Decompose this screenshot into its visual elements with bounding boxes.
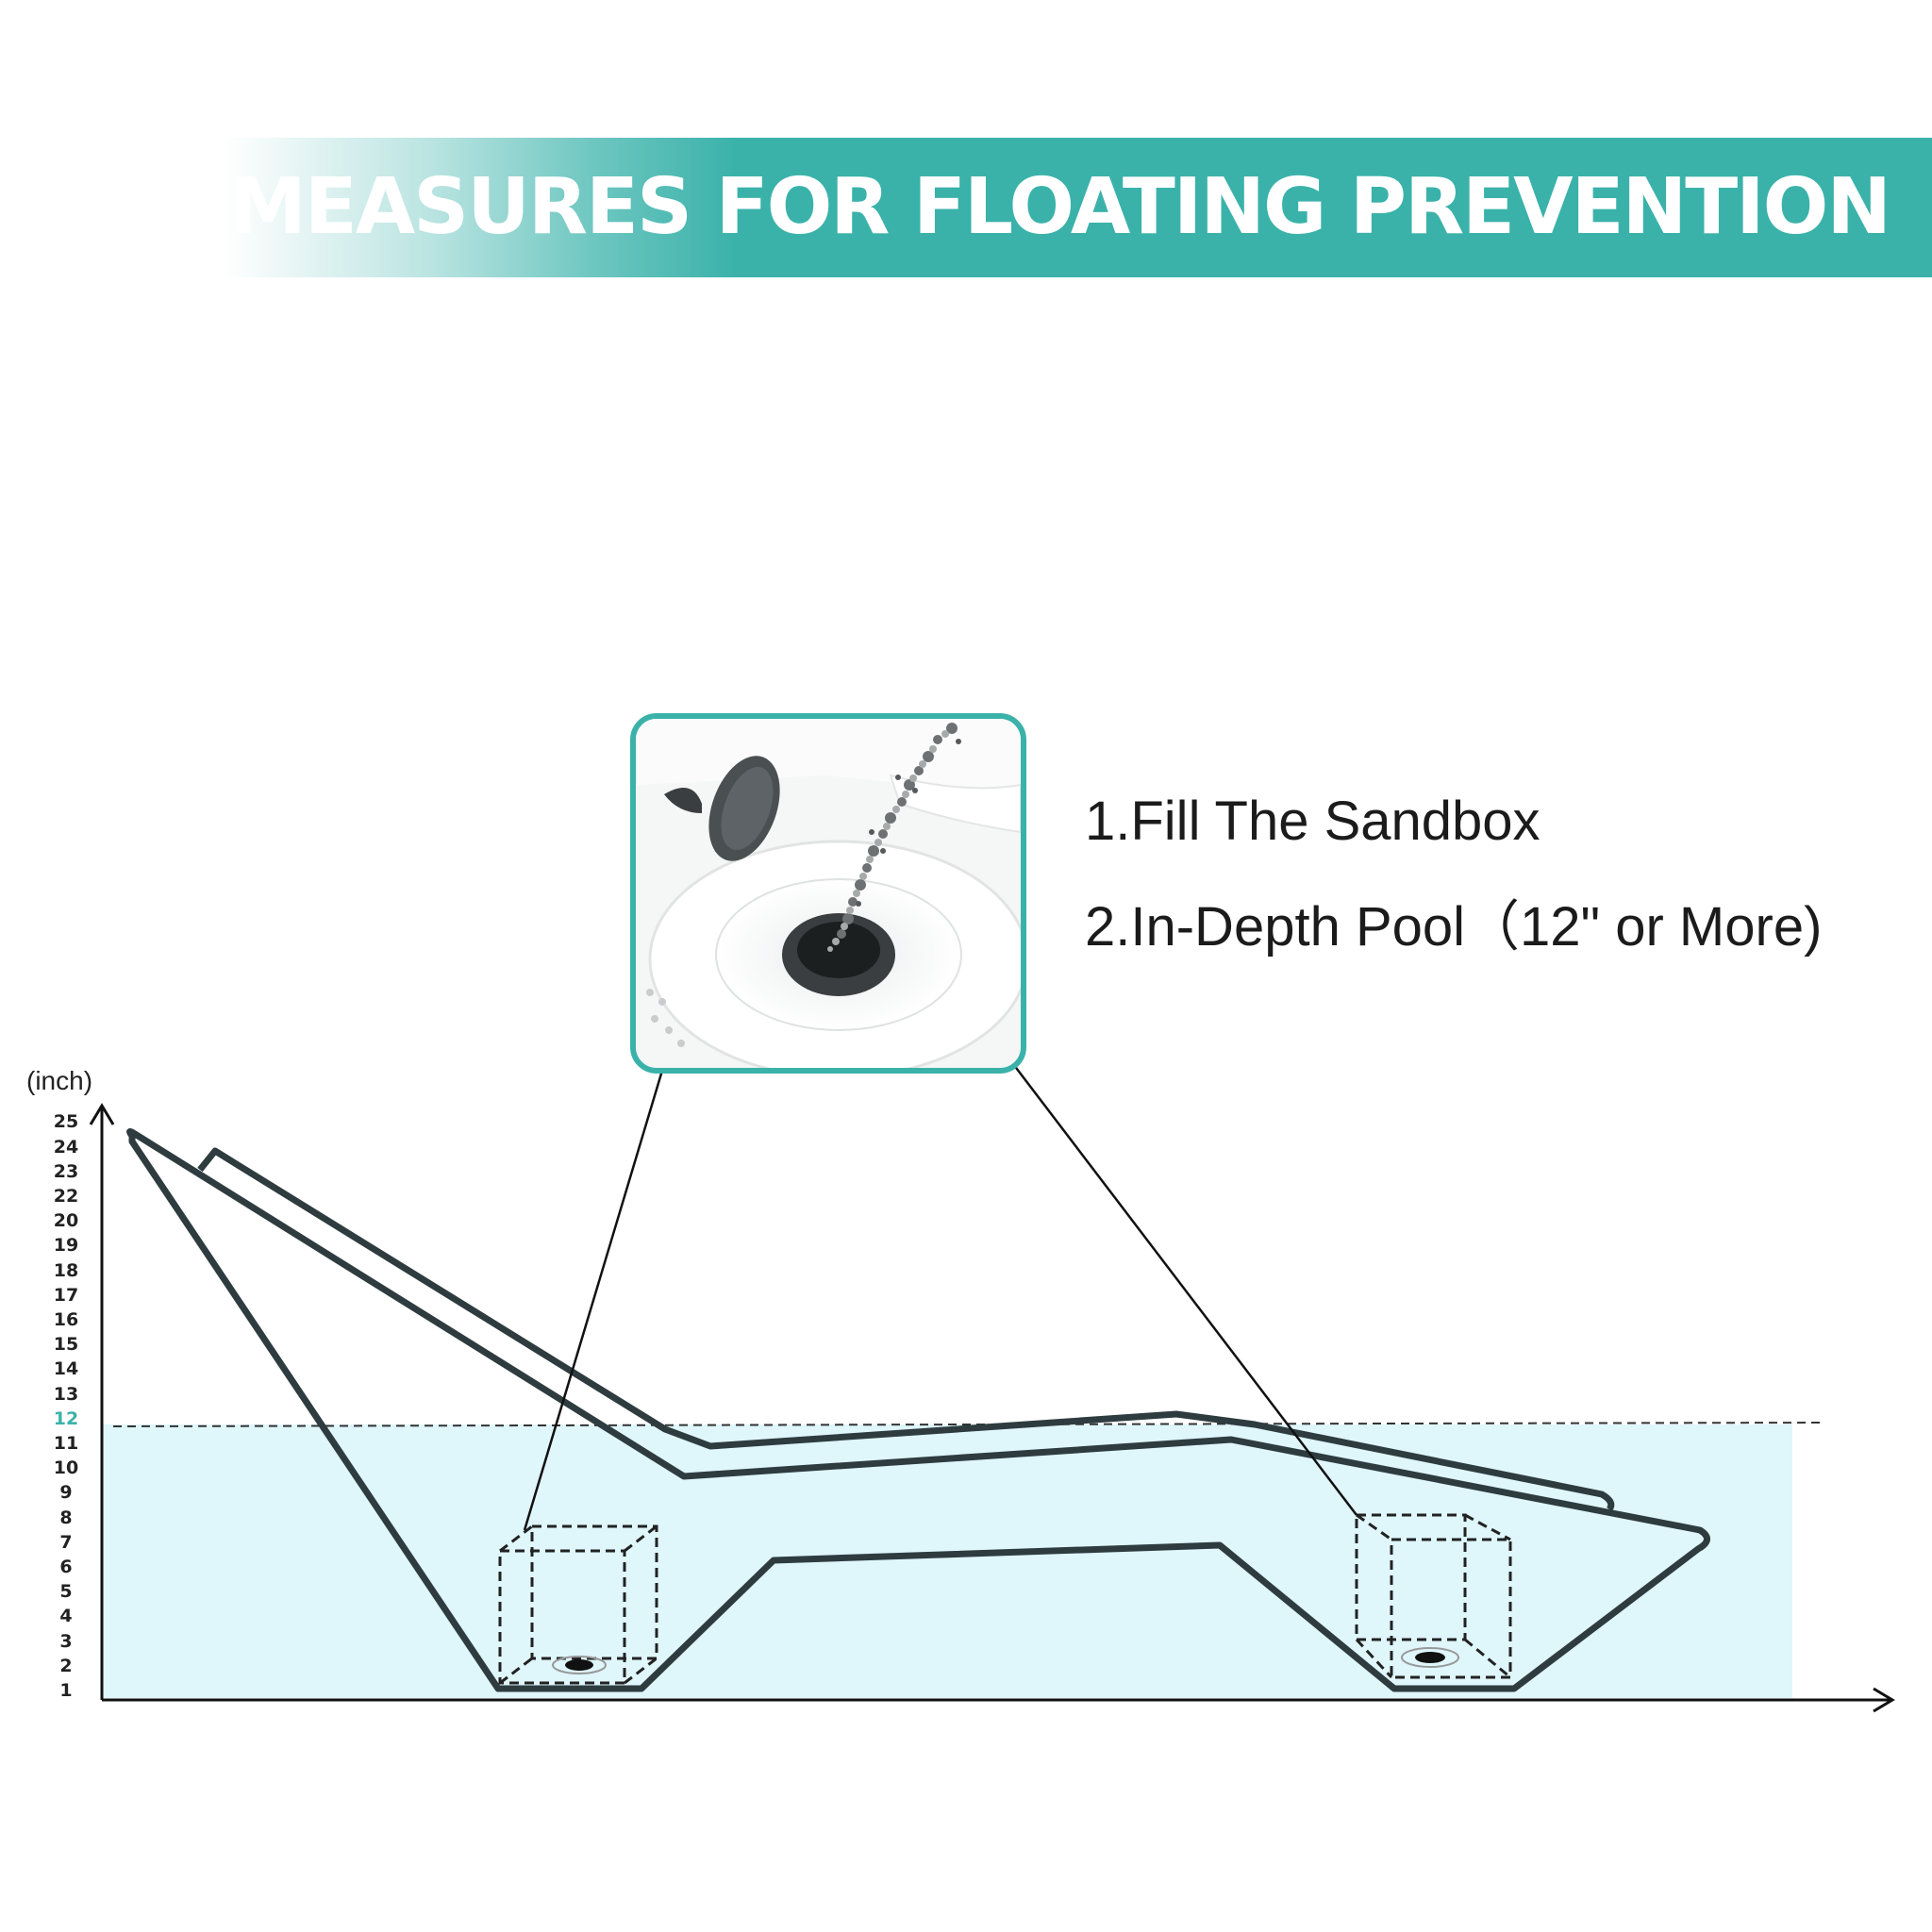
y-tick-18: 18 — [53, 1259, 79, 1281]
step-pool-depth: 2.In-Depth Pool（12" or More) — [1085, 896, 1823, 958]
callout-line-right — [1007, 1056, 1357, 1516]
y-axis-unit: (inch) — [26, 1066, 93, 1095]
y-tick-3: 3 — [59, 1630, 73, 1652]
y-tick-13: 13 — [53, 1383, 79, 1405]
callout-line-left — [523, 1063, 666, 1531]
y-tick-22: 22 — [53, 1186, 79, 1207]
y-tick-1: 1 — [59, 1680, 73, 1701]
y-tick-5: 5 — [59, 1581, 73, 1603]
sandbox-photo — [630, 713, 1026, 1074]
y-tick-11: 11 — [53, 1433, 79, 1454]
steps-list: 1.Fill The Sandbox 2.In-Depth Pool（12" o… — [1085, 769, 1822, 980]
y-tick-17: 17 — [53, 1284, 79, 1306]
y-tick-7: 7 — [59, 1531, 73, 1553]
water-level-line — [112, 1422, 1826, 1427]
step-fill-sandbox: 1.Fill The Sandbox — [1085, 791, 1541, 852]
y-tick-12: 12 — [53, 1407, 79, 1429]
y-tick-10: 10 — [53, 1457, 79, 1479]
page-title: MEASURES FOR FLOATING PREVENTION — [229, 162, 1891, 252]
y-tick-2: 2 — [59, 1655, 73, 1676]
y-tick-15: 15 — [53, 1334, 79, 1356]
y-tick-14: 14 — [53, 1358, 79, 1380]
y-tick-6: 6 — [59, 1557, 73, 1577]
y-tick-25: 25 — [53, 1111, 79, 1133]
y-axis-arrow — [89, 1103, 115, 1125]
y-tick-23: 23 — [53, 1160, 79, 1182]
lounger-body-outline — [126, 1127, 1710, 1692]
y-tick-24: 24 — [53, 1136, 79, 1158]
y-tick-20: 20 — [53, 1210, 79, 1232]
gravel-pour-photo-icon — [636, 719, 1021, 1068]
x-axis-arrow — [1873, 1687, 1895, 1713]
y-tick-4: 4 — [59, 1606, 73, 1627]
y-tick-16: 16 — [53, 1309, 79, 1330]
y-tick-19: 19 — [53, 1235, 79, 1257]
y-tick-9: 9 — [59, 1482, 73, 1504]
drain-right-icon — [1401, 1647, 1459, 1668]
pool-water — [102, 1424, 1792, 1698]
sandbox-right — [1355, 1513, 1512, 1679]
drain-left-icon — [552, 1656, 607, 1674]
header-banner: MEASURES FOR FLOATING PREVENTION — [225, 138, 1932, 277]
lounger-backrest-outline — [197, 1147, 1615, 1512]
y-tick-8: 8 — [59, 1507, 73, 1528]
